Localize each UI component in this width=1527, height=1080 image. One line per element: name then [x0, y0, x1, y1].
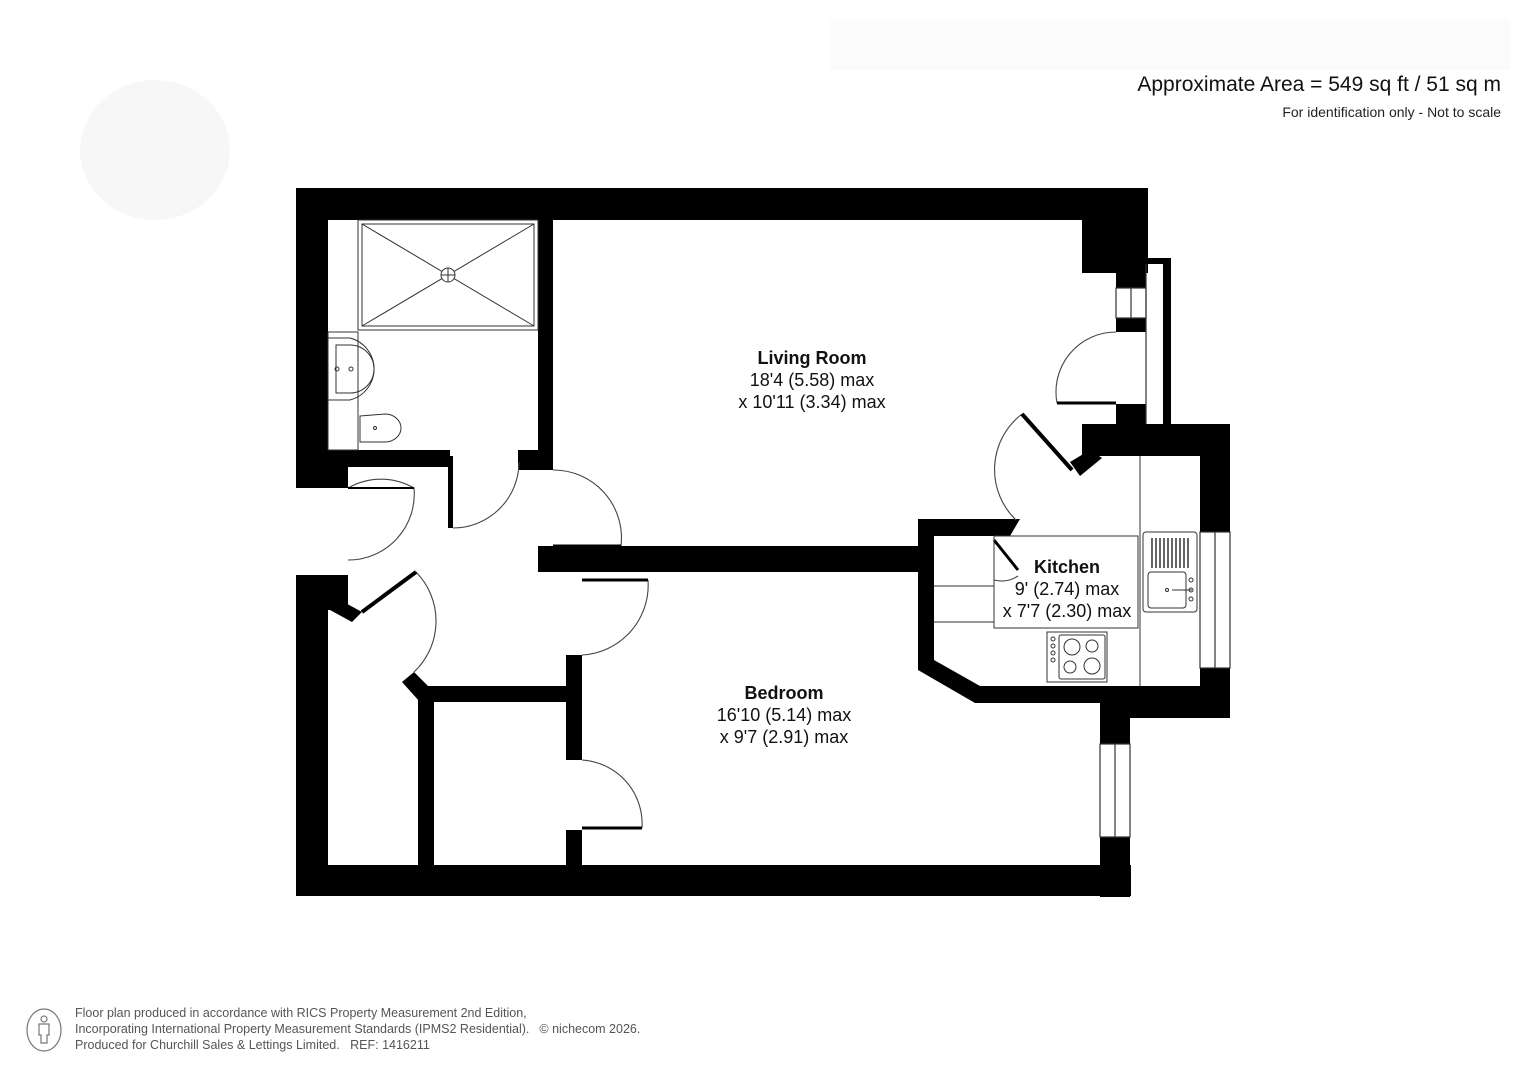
wash-basin — [327, 331, 375, 451]
room-dimension-1: 16'10 (5.14) max — [716, 705, 852, 725]
copyright: © nichecom 2026. — [539, 1022, 641, 1036]
approximate-area: Approximate Area = 549 sq ft / 51 sq m — [1137, 73, 1501, 96]
room-living-room: Living Room 18'4 (5.58) max x 10'11 (3.3… — [738, 347, 885, 413]
footer-line-1: Floor plan produced in accordance with R… — [75, 1006, 527, 1020]
area-info: Approximate Area = 549 sq ft / 51 sq m F… — [1137, 70, 1501, 124]
room-name: Living Room — [757, 348, 867, 368]
room-dimension-1: 9' (2.74) max — [1014, 579, 1120, 599]
room-dimension-2: x 10'11 (3.34) max — [738, 392, 886, 412]
footer: Floor plan produced in accordance with R… — [25, 1005, 640, 1053]
footer-line-2: Incorporating International Property Mea… — [75, 1022, 530, 1036]
room-name: Bedroom — [744, 683, 824, 703]
shower-tray — [357, 219, 539, 331]
room-kitchen: Kitchen 9' (2.74) max x 7'7 (2.30) max — [1003, 556, 1132, 622]
room-dimension-2: x 9'7 (2.91) max — [719, 727, 849, 747]
hob-4-ring — [1046, 631, 1108, 683]
person-icon — [26, 1008, 62, 1052]
room-bedroom: Bedroom 16'10 (5.14) max x 9'7 (2.91) ma… — [717, 682, 852, 748]
sink-drainer — [1142, 531, 1198, 613]
disclaimer: For identification only - Not to scale — [1282, 104, 1501, 120]
room-dimension-2: x 7'7 (2.30) max — [1002, 601, 1132, 621]
doors — [347, 331, 1117, 830]
windows — [1099, 264, 1231, 838]
kitchen-worktop — [934, 456, 1141, 686]
toilet — [359, 413, 402, 443]
footer-line-3: Produced for Churchill Sales & Lettings … — [75, 1038, 430, 1052]
room-name: Kitchen — [1033, 557, 1100, 577]
room-dimension-1: 18'4 (5.58) max — [749, 370, 875, 390]
walls — [296, 188, 1230, 897]
